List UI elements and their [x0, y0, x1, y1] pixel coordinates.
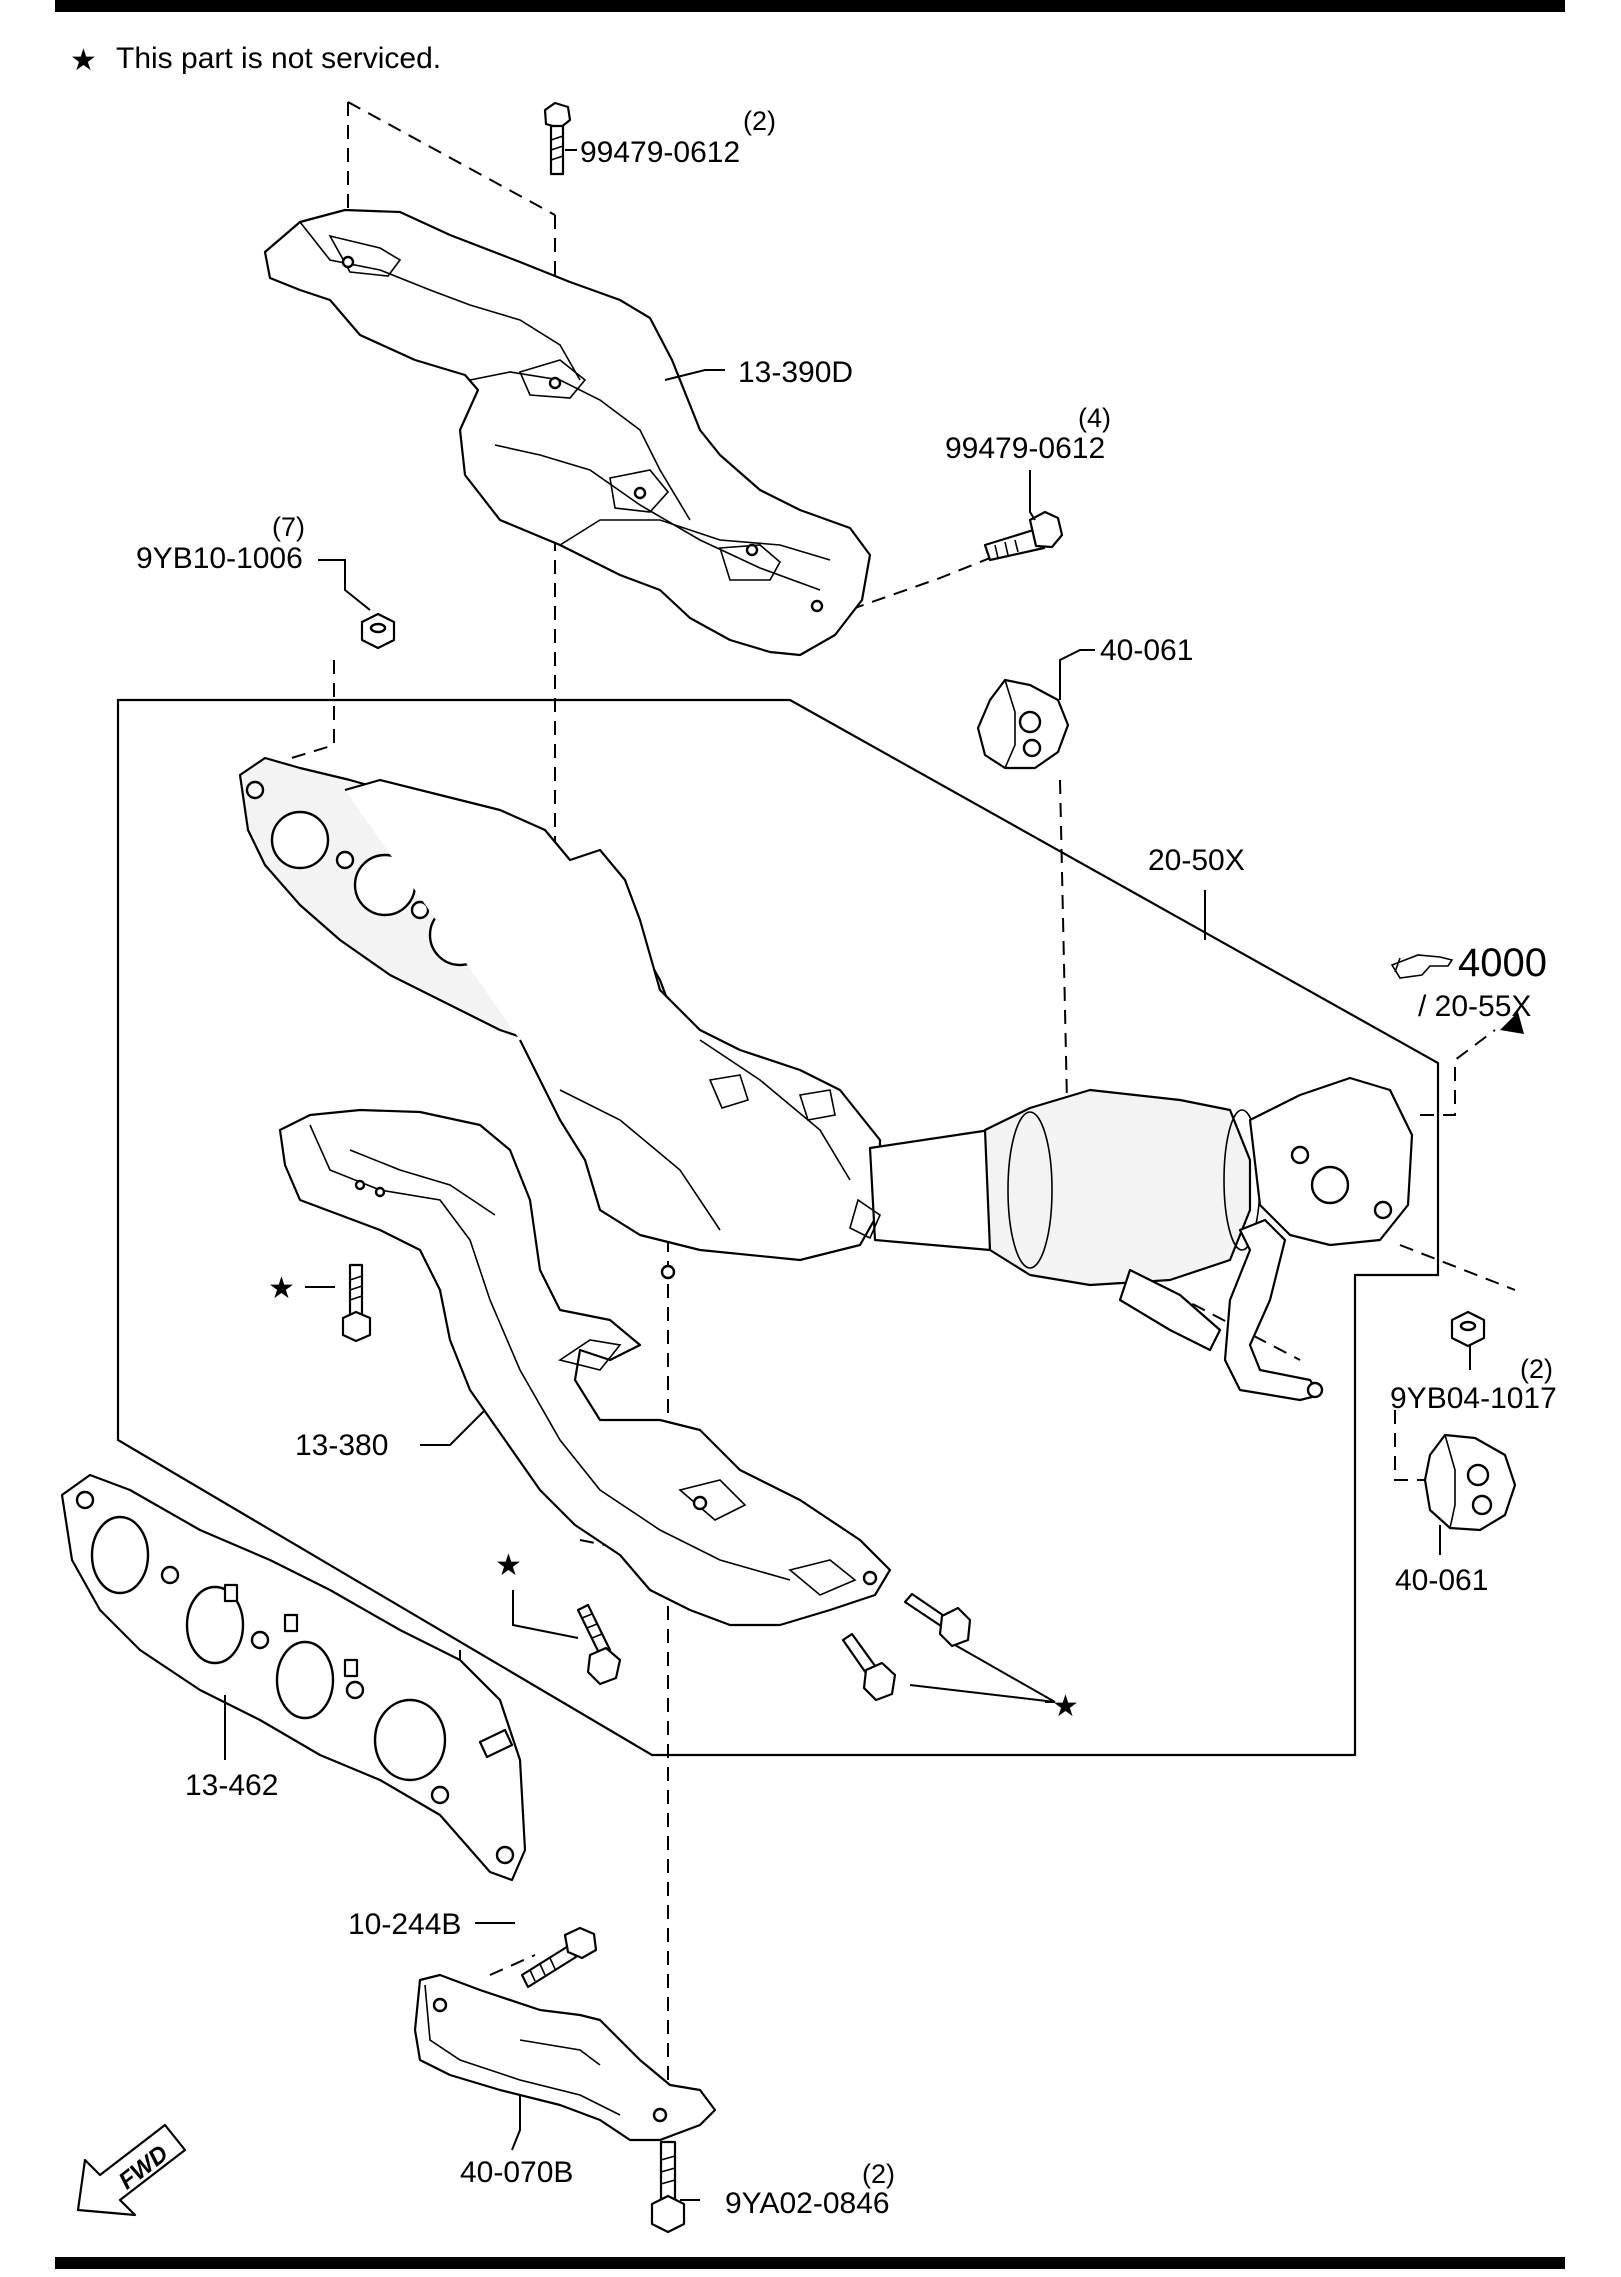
hanger-lower-label: 40-061: [1395, 1564, 1488, 1597]
pointing-hand-icon: [1390, 954, 1454, 979]
gasket-drawing: [60, 1473, 527, 1882]
bolt-right-drawing: [983, 510, 1064, 562]
hanger-upper-label: 40-061: [1100, 634, 1193, 667]
hanger-upper-drawing: [976, 678, 1070, 770]
star-marker-left: ★: [268, 1272, 295, 1305]
assembly-frame: [116, 698, 1440, 1757]
gasket-label: 13-462: [185, 1769, 278, 1802]
star-bolt-right-2-drawing: [841, 1632, 897, 1702]
nut-right-label: 9YB04-1017: [1390, 1382, 1557, 1415]
bottom-rule: [55, 2257, 1565, 2269]
note-text: This part is not serviced.: [116, 42, 441, 75]
bolt-bottom-qty: (2): [862, 2159, 895, 2189]
star-bolt-left-drawing: [341, 1263, 372, 1343]
nut-upper-qty: (7): [272, 512, 305, 542]
bolt-right-qty: (4): [1078, 403, 1111, 433]
bolt-bottom-drawing: [650, 2140, 686, 2234]
heat-insulator-upper-label: 13-390D: [738, 356, 853, 389]
nut-right-qty: (2): [1520, 1354, 1553, 1384]
page-reference: 4000 / 20-55X: [1390, 941, 1547, 1023]
bolt-bracket-drawing: [520, 1926, 598, 1989]
star-bolt-right-1-drawing: [903, 1592, 972, 1648]
bolt-top-drawing: [543, 101, 572, 176]
fwd-arrow-icon: FWD: [76, 2123, 187, 2217]
star-bolt-middle-drawing: [576, 1603, 622, 1686]
nut-upper-drawing: [360, 612, 396, 650]
heat-insulator-lower-label: 13-380: [295, 1429, 388, 1462]
heat-insulator-upper-drawing: [263, 208, 872, 657]
bolt-bracket-label: 10-244B: [348, 1908, 461, 1941]
assembly-label: 20-50X: [1148, 844, 1245, 877]
top-rule: [55, 0, 1565, 12]
bracket-drawing: [413, 1973, 717, 2142]
heat-insulator-lower-drawing: [278, 1108, 892, 1627]
nut-right-drawing: [1450, 1310, 1486, 1348]
reference-arrow-head: [1500, 1012, 1524, 1034]
bolt-top-label: 99479-0612: [580, 136, 740, 169]
bracket-label: 40-070B: [460, 2156, 573, 2189]
bolt-top-qty: (2): [743, 106, 776, 136]
hanger-lower-drawing: [1423, 1433, 1517, 1532]
bolt-right-label: 99479-0612: [945, 432, 1105, 465]
star-marker-middle: ★: [495, 1549, 522, 1582]
nut-upper-label: 9YB10-1006: [136, 542, 303, 575]
bolt-bottom-label: 9YA02-0846: [725, 2187, 890, 2220]
leader-lines: [224, 149, 1471, 2201]
exhaust-manifold-drawing: [238, 756, 1414, 1402]
star-marker-right: ★: [1052, 1690, 1079, 1723]
reference-page: 4000: [1458, 941, 1547, 985]
not-serviced-note: ★ This part is not serviced.: [70, 42, 441, 77]
note-star-icon: ★: [70, 44, 97, 77]
reference-group: / 20-55X: [1418, 990, 1531, 1023]
